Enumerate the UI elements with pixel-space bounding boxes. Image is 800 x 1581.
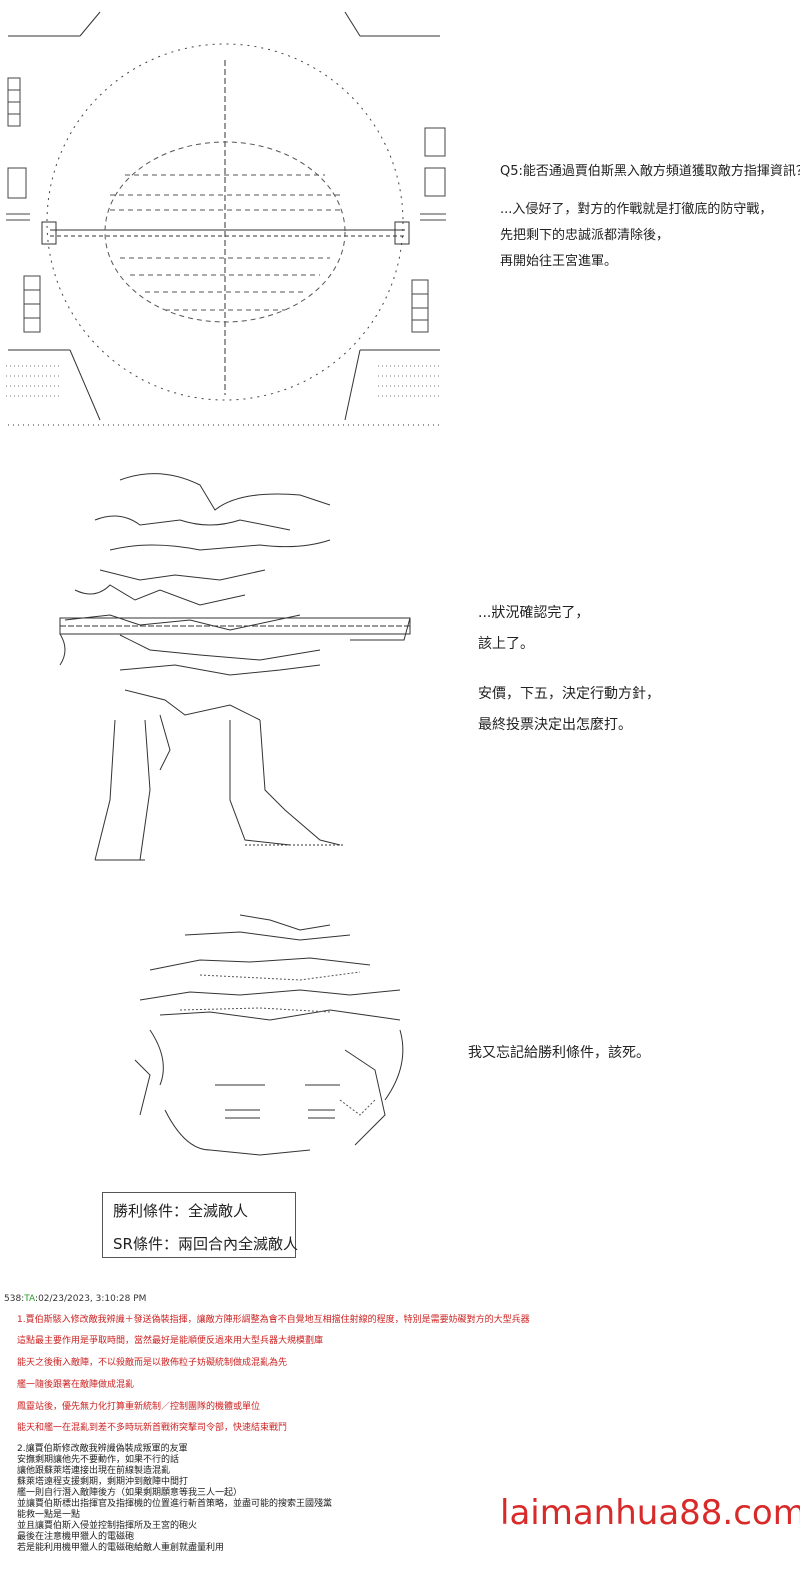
- plan-line: 並讓賈伯斯標出指揮官及指揮機的位置進行斬首策略，並盡可能的搜索王國殘黨: [17, 1499, 333, 1509]
- plan-line: 能救一點是一點: [17, 1510, 81, 1520]
- dialogue-line: 最終投票決定出怎麼打。: [478, 717, 632, 733]
- plan-line: 若是能利用機甲獵人的電磁砲給敵人重創就盡量利用: [17, 1543, 225, 1553]
- site-watermark: laimanhua88.com: [500, 1493, 800, 1533]
- dialogue-line: 我又忘記給勝利條件，該死。: [468, 1045, 650, 1061]
- dialogue-line: ...狀況確認完了，: [478, 605, 590, 621]
- post-header: 538:TA:02/23/2023, 3:10:28 PM: [4, 1294, 146, 1304]
- panel-targeting: Q5:能否通過賈伯斯黑入敵方頻道獲取敵方指揮資訊？ ...入侵好了，對方的作戰就…: [0, 0, 800, 440]
- plan-line: 艦一則自行潛入敵陣後方（如果剩期願意等我三人一起）: [17, 1488, 243, 1498]
- post-number: 538:: [4, 1294, 25, 1304]
- plan-line: 並且讓賈伯斯入侵並控制指揮所及王宮的砲火: [17, 1521, 198, 1531]
- plan-line: 2.讓賈伯斯修改敵我辨識偽裝成叛軍的友軍: [17, 1444, 188, 1454]
- panel-face: 我又忘記給勝利條件，該死。: [0, 900, 800, 1170]
- plan-line: 鳳靈站後，優先無力化打算重新統制／控制團隊的機體或單位: [17, 1402, 261, 1412]
- plan-line: 安撫剩期讓他先不要動作，如果不行的話: [17, 1455, 180, 1465]
- plan-line: 蘇萊塔遠程支援剩期，剩期沖到敵陣中間打: [17, 1477, 189, 1487]
- dialogue-line: 先把剩下的忠誠派都清除後，: [500, 228, 670, 243]
- poster-id: TA: [24, 1294, 36, 1304]
- question-line: Q5:能否通過賈伯斯黑入敵方頻道獲取敵方指揮資訊？: [500, 164, 800, 179]
- dialogue-line: 該上了。: [478, 636, 534, 652]
- victory-conditions-box: 勝利條件：全滅敵人 SR條件：兩回合內全滅敵人: [102, 1192, 298, 1258]
- sr-condition: SR條件：兩回合內全滅敵人: [113, 1235, 298, 1253]
- plan-line: 這點最主要作用是爭取時間，當然最好是能順便反過來用大型兵器大規模劃庫: [17, 1336, 324, 1346]
- plan-line: 能天和艦一在混亂到差不多時玩新首戰術突擊司令部，快速結束戰鬥: [17, 1423, 288, 1433]
- plan-line: 艦一隨後跟著在敵陣做成混亂: [17, 1380, 135, 1390]
- panel-gunner: ...狀況確認完了， 該上了。 安價，下五，決定行動方針， 最終投票決定出怎麼打…: [0, 450, 800, 890]
- dialogue-line: ...入侵好了，對方的作戰就是打徹底的防守戰，: [500, 202, 773, 217]
- reticle-art: [6, 11, 446, 426]
- plan-line: 能天之後衝入敵陣，不以殺敵而是以散佈粒子妨礙統制做成混亂為先: [17, 1358, 288, 1368]
- plan-line: 最後在注意機甲獵人的電磁砲: [17, 1532, 135, 1542]
- dialogue-line: 再開始往王宮進軍。: [500, 254, 618, 269]
- plan-line: 讓他跟蘇萊塔連接出現在前線製造混亂: [17, 1466, 171, 1476]
- post-date: :02/23/2023, 3:10:28 PM: [35, 1294, 147, 1304]
- plan-line: 1.賈伯斯駭入修改敵我辨識＋發送偽裝指揮，讓敵方陣形調整為會不自覺地互相擋住射線…: [17, 1315, 530, 1325]
- face-art: [134, 914, 404, 1156]
- gunner-art: [59, 473, 411, 861]
- victory-condition: 勝利條件：全滅敵人: [113, 1202, 249, 1220]
- dialogue-line: 安價，下五，決定行動方針，: [478, 686, 660, 702]
